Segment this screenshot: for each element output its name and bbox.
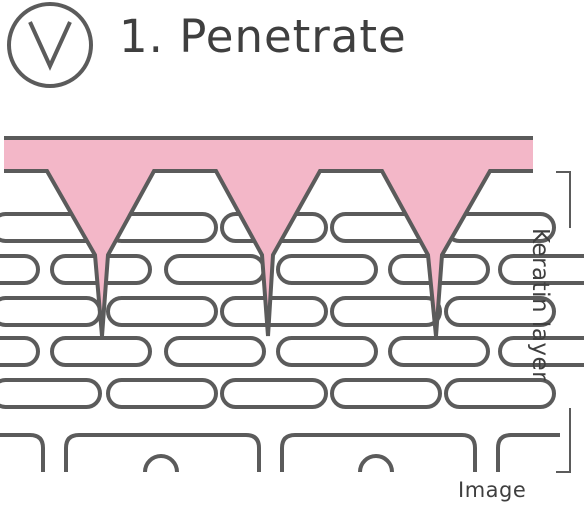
keratin-bracket (556, 171, 571, 473)
cell (0, 433, 45, 472)
cell (330, 296, 442, 327)
nucleus (358, 454, 394, 473)
cell (444, 378, 556, 409)
image-caption: Image (458, 478, 527, 502)
cell (164, 254, 266, 285)
cell (106, 378, 218, 409)
cell (220, 378, 328, 409)
cell (0, 254, 40, 285)
cell (106, 296, 218, 327)
cell (164, 336, 266, 367)
cell (498, 254, 584, 285)
cell (496, 433, 560, 472)
cell (0, 378, 102, 409)
cell (388, 336, 490, 367)
lower-cells (0, 433, 560, 473)
cell (280, 433, 477, 472)
microneedle-patch (4, 136, 533, 337)
page-title: 1. Penetrate (119, 10, 407, 63)
v-in-circle-icon (7, 2, 93, 88)
cell (0, 296, 102, 327)
nucleus (143, 454, 179, 473)
cell (0, 336, 40, 367)
cell (220, 296, 328, 327)
cell (64, 433, 261, 472)
keratin-layer-label: Keratin layer (527, 228, 553, 382)
cell (498, 336, 584, 367)
cell (50, 336, 152, 367)
cell (330, 378, 442, 409)
cell (276, 336, 378, 367)
cell (444, 296, 556, 327)
cell (276, 254, 378, 285)
